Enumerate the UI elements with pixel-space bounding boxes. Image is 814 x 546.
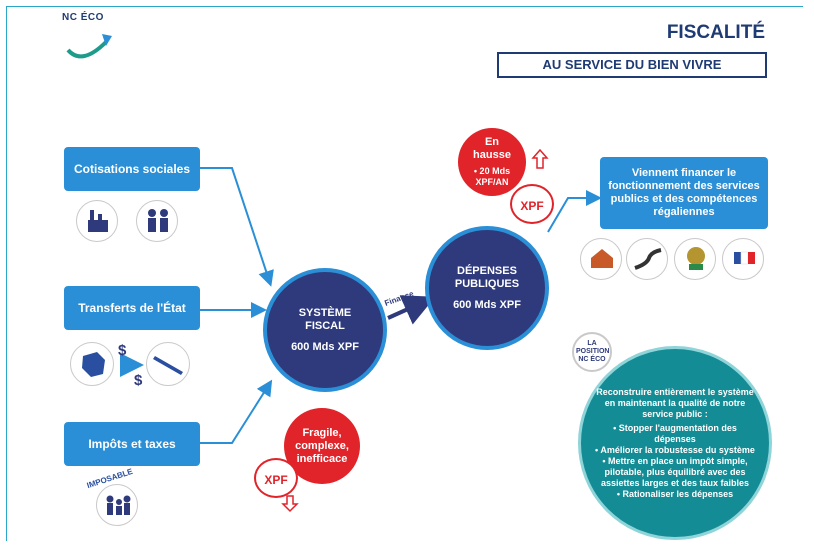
education-icon [580,238,622,280]
box-viennent-financer: Viennent financer le fonctionnement des … [600,157,768,229]
systeme-title: SYSTÈME FISCAL [298,307,352,332]
arrow-cotisations [200,167,274,287]
page-subtitle: AU SERVICE DU BIEN VIVRE [497,52,767,78]
xpf-up-text: XPF [520,199,544,213]
box-transferts-etat: Transferts de l'État [64,286,200,330]
republique-francaise-icon [722,238,764,280]
nc-eco-logo: NC ÉCO [62,12,122,62]
position-item: • Améliorer la robustesse du système [595,444,755,455]
fragile-text: Fragile, complexe, inefficace [295,426,349,465]
box-impots-taxes: Impôts et taxes [64,422,200,466]
position-item: • Rationaliser les dépenses [616,488,734,499]
dollar-icon-2: $ [134,372,143,389]
logo-swoosh-icon [66,34,112,59]
page-title: FISCALITÉ [666,22,765,43]
arrow-impots [200,379,273,444]
hausse-line1: En hausse [473,136,511,161]
fragile-badge: Fragile, complexe, inefficace [284,408,360,484]
arrow-financer [547,190,602,233]
family-icon [96,484,138,526]
systeme-amount: 600 Mds XPF [291,341,359,353]
box-cotisations-sociales: Cotisations sociales [64,147,200,191]
position-nc-eco-badge: LA POSITION NC ÉCO [572,332,612,372]
depenses-title: DÉPENSES PUBLIQUES [454,265,520,290]
position-item: • Mettre en place un impôt simple, pilot… [600,455,750,488]
depenses-amount: 600 Mds XPF [453,299,521,311]
factory-icon [76,200,118,242]
en-hausse-badge: En hausse • 20 Mds XPF/AN [458,128,526,196]
social-protection-icon [674,238,716,280]
xpf-down-badge: XPF [254,458,298,498]
france-map-icon [70,342,114,386]
workers-icon [136,200,178,242]
xpf-down-text: XPF [264,473,288,487]
xpf-up-badge: XPF [510,184,554,224]
infrastructure-road-icon [626,238,668,280]
position-intro: Reconstruire entièrement le système en m… [596,386,754,419]
new-caledonia-map-icon [146,342,190,386]
position-item: • Stopper l'augmentation des dépenses [613,422,737,444]
hausse-line2: • 20 Mds XPF/AN [473,166,511,187]
systeme-fiscal-circle: SYSTÈME FISCAL 600 Mds XPF [263,268,387,392]
dollar-icon: $ [118,342,127,359]
position-label: LA POSITION NC ÉCO [576,340,610,363]
position-circle: Reconstruire entièrement le système en m… [578,346,772,540]
logo-text: NC ÉCO [62,12,104,23]
depenses-publiques-circle: DÉPENSES PUBLIQUES 600 Mds XPF [425,226,549,350]
arrow-finance [387,295,436,325]
